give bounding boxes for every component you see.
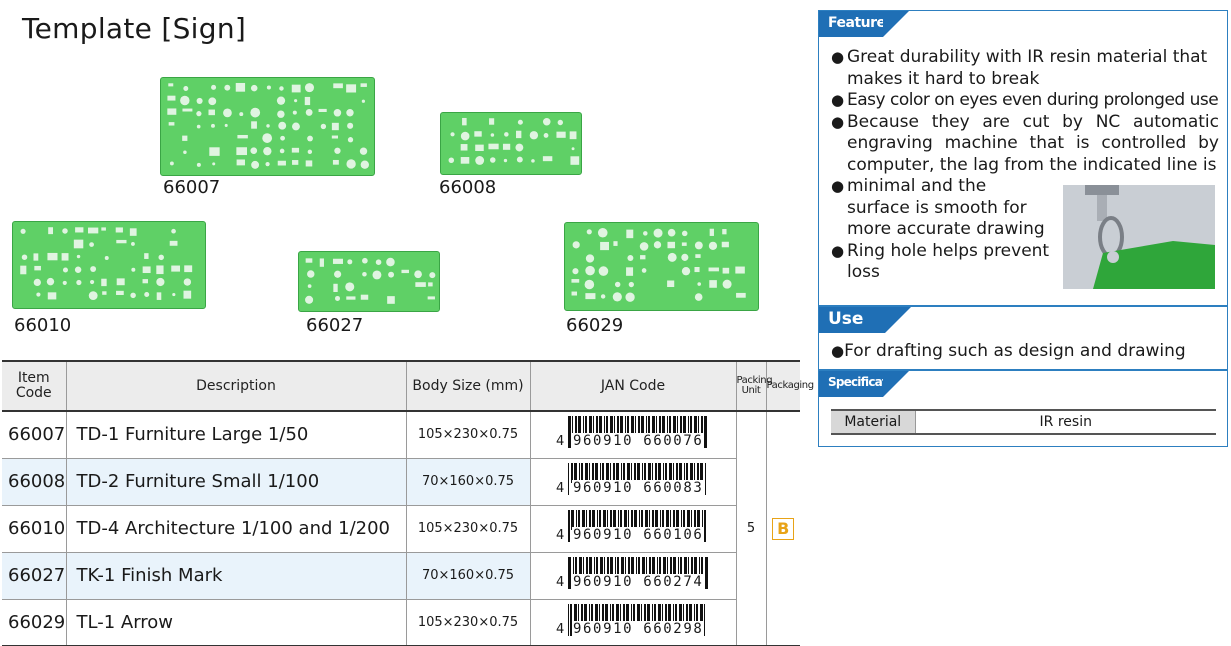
jan-code-cell: 4 960910 660106	[529, 505, 736, 553]
barcode: 4 960910 660274	[552, 553, 714, 593]
specifications-heading: Specifications	[819, 371, 913, 397]
feature-item-cont: minimal and the surface is smooth for mo…	[831, 176, 1053, 241]
item-code-cell: 66027	[2, 552, 66, 600]
jan-digits: 960910 660274	[572, 574, 705, 590]
template-plate-image	[12, 221, 206, 309]
template-plate-image	[440, 112, 582, 175]
jan-digits: 960910 660298	[572, 620, 705, 637]
template-code: 66008	[439, 177, 497, 198]
template-code: 66010	[14, 315, 72, 336]
material-label: Material	[831, 409, 916, 435]
packaging-badge: B	[772, 517, 795, 540]
item-code-cell: 66007	[2, 411, 66, 459]
jan-digits: 960910 660083	[572, 480, 705, 496]
jan-lead-digit: 4	[556, 434, 565, 450]
item-code-cell: 66010	[2, 505, 66, 553]
barcode: 4 960910 660083	[552, 459, 714, 499]
feature-item: Great durability with IR resin material …	[831, 47, 1219, 90]
features-list: Great durability with IR resin material …	[831, 47, 1219, 284]
features-heading: Features	[819, 11, 909, 37]
jan-digits: 960910 660076	[572, 433, 705, 450]
header-description: Description	[65, 360, 406, 412]
body-size-cell: 105×230×0.75	[405, 505, 530, 553]
barcode: 4 960910 660106	[552, 506, 714, 546]
jan-code-cell: 4 960910 660274	[529, 552, 736, 600]
template-plate-image	[160, 77, 375, 176]
barcode: 4 960910 660076	[552, 412, 714, 452]
item-code-cell: 66008	[2, 458, 66, 506]
description-cell: TL-1 Arrow	[65, 599, 406, 646]
header-packing-unit: Packing Unit	[735, 360, 773, 412]
description-cell: TD-1 Furniture Large 1/50	[65, 411, 406, 459]
specifications-table: Material IR resin	[831, 409, 1216, 435]
ring-hole-photo	[1063, 185, 1215, 289]
feature-item: Because they are cut by NC automatic eng…	[831, 112, 1219, 177]
template-plate-image	[564, 222, 759, 311]
jan-lead-digit: 4	[556, 621, 565, 637]
jan-lead-digit: 4	[556, 575, 565, 590]
template-code: 66027	[306, 315, 364, 336]
jan-lead-digit: 4	[556, 481, 565, 496]
jan-code-cell: 4 960910 660298	[529, 599, 736, 646]
description-cell: TD-4 Architecture 1/100 and 1/200	[65, 505, 406, 553]
template-code: 66029	[566, 315, 624, 336]
jan-code-cell: 4 960910 660076	[529, 411, 736, 459]
material-value: IR resin	[915, 409, 1216, 435]
jan-lead-digit: 4	[556, 528, 565, 543]
feature-item: Easy color on eyes even during prolonged…	[831, 90, 1219, 112]
item-code-cell: 66029	[2, 599, 66, 646]
product-table: Item Code Description Body Size (mm) JAN…	[2, 360, 814, 646]
template-plate-image	[298, 251, 440, 312]
description-cell: TD-2 Furniture Small 1/100	[65, 458, 406, 506]
use-heading: Use	[819, 307, 911, 333]
packaging-cell: B	[765, 411, 800, 646]
packing-unit-cell: 5	[735, 411, 766, 646]
body-size-cell: 105×230×0.75	[405, 599, 530, 646]
body-size-cell: 70×160×0.75	[405, 552, 530, 600]
header-packaging: Packaging	[765, 360, 814, 412]
page-title: Template [Sign]	[22, 12, 247, 45]
jan-code-cell: 4 960910 660083	[529, 458, 736, 506]
barcode: 4 960910 660298	[552, 600, 714, 640]
header-item-code: Item Code	[2, 360, 66, 412]
body-size-cell: 70×160×0.75	[405, 458, 530, 506]
info-panel: Features Great durability with IR resin …	[818, 10, 1228, 447]
feature-item: Ring hole helps prevent loss	[831, 241, 1053, 284]
use-text: For drafting such as design and drawing	[831, 341, 1186, 361]
template-code: 66007	[163, 177, 221, 198]
body-size-cell: 105×230×0.75	[405, 411, 530, 459]
jan-digits: 960910 660106	[572, 527, 705, 543]
header-body-size: Body Size (mm)	[405, 360, 530, 412]
header-jan-code: JAN Code	[529, 360, 736, 412]
description-cell: TK-1 Finish Mark	[65, 552, 406, 600]
